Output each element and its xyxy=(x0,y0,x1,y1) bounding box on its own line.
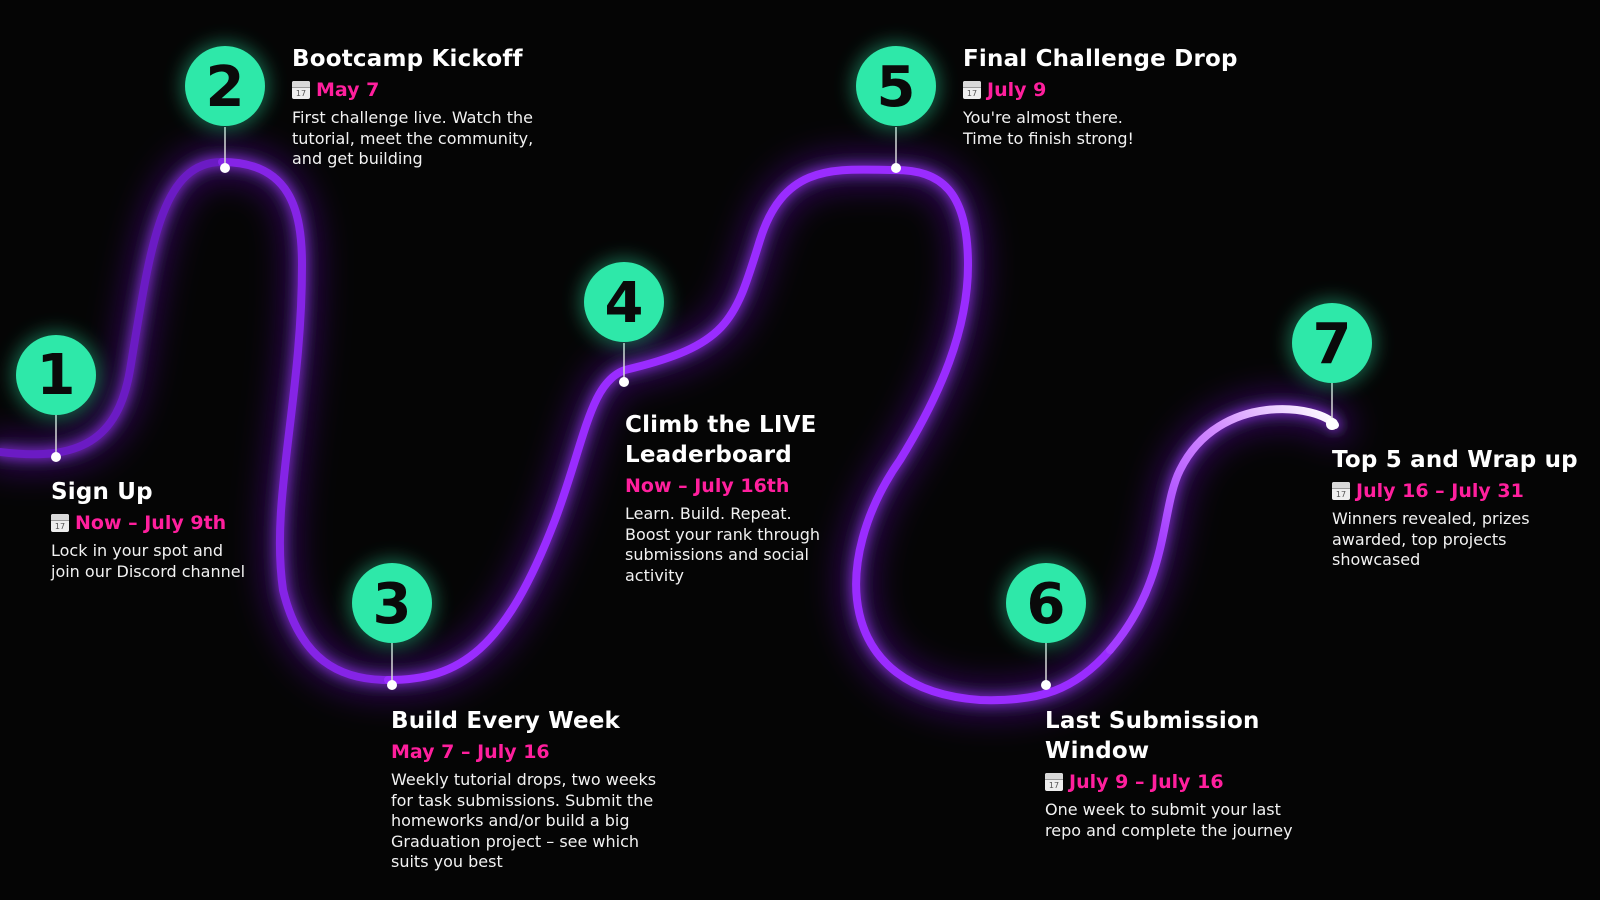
milestone-node-4: 4 xyxy=(580,258,668,346)
milestone-description: Lock in your spot and join our Discord c… xyxy=(51,541,246,581)
milestone-date: 17 July 9 – July 16 xyxy=(1045,768,1293,796)
milestone-number: 7 xyxy=(1313,312,1352,377)
milestone-5: Final Challenge Drop 17 July 9 You're al… xyxy=(963,44,1238,149)
milestone-6: Last Submission Window 17 July 9 – July … xyxy=(1045,706,1293,841)
milestone-description: One week to submit your last repo and co… xyxy=(1045,800,1293,840)
milestone-7: Top 5 and Wrap up 17 July 16 – July 31 W… xyxy=(1332,445,1578,571)
milestone-title: Top 5 and Wrap up xyxy=(1332,447,1578,473)
calendar-icon: 17 xyxy=(963,81,981,99)
milestone-number: 3 xyxy=(373,572,412,637)
milestone-description: Learn. Build. Repeat. Boost your rank th… xyxy=(625,504,821,585)
milestone-number: 6 xyxy=(1027,572,1066,637)
milestone-date: 17 Now – July 9th xyxy=(51,509,245,537)
milestone-1: Sign Up 17 Now – July 9th Lock in your s… xyxy=(51,477,245,582)
road-dots xyxy=(51,163,1338,690)
milestone-node-2: 2 xyxy=(181,42,269,130)
milestone-node-3: 3 xyxy=(348,559,436,647)
road-connectors xyxy=(55,127,1333,685)
milestone-description: Weekly tutorial drops, two weeks for tas… xyxy=(391,770,657,871)
milestone-date: 17 July 9 xyxy=(963,76,1238,104)
milestone-2: Bootcamp Kickoff 17 May 7 First challeng… xyxy=(292,44,533,170)
milestone-title: Final Challenge Drop xyxy=(963,46,1238,72)
milestone-title: Sign Up xyxy=(51,479,153,505)
milestone-title: Bootcamp Kickoff xyxy=(292,46,523,72)
milestone-title: Build Every Week xyxy=(391,708,621,734)
milestone-date: 17 July 16 – July 31 xyxy=(1332,477,1578,505)
milestone-title: Last Submission Window xyxy=(1045,708,1260,764)
milestone-number: 2 xyxy=(206,55,245,120)
milestone-description: You're almost there. Time to finish stro… xyxy=(963,108,1134,148)
milestone-date: Now – July 16th xyxy=(625,475,790,497)
milestone-node-5: 5 xyxy=(852,42,940,130)
milestone-node-7: 7 xyxy=(1288,299,1376,387)
milestone-number: 1 xyxy=(37,343,76,408)
calendar-icon: 17 xyxy=(51,514,69,532)
milestone-description: First challenge live. Watch the tutorial… xyxy=(292,108,534,168)
milestone-3: Build Every Week May 7 – July 16 Weekly … xyxy=(391,706,656,873)
milestone-node-1: 1 xyxy=(12,331,100,419)
milestone-number: 5 xyxy=(877,55,916,120)
milestone-4: Climb the LIVE Leaderboard Now – July 16… xyxy=(625,410,820,586)
milestone-description: Winners revealed, prizes awarded, top pr… xyxy=(1332,509,1530,569)
milestone-title: Climb the LIVE Leaderboard xyxy=(625,412,817,468)
calendar-icon: 17 xyxy=(1332,482,1350,500)
milestone-date: May 7 – July 16 xyxy=(391,741,550,763)
calendar-icon: 17 xyxy=(292,81,310,99)
milestone-node-6: 6 xyxy=(1002,559,1090,647)
milestone-date: 17 May 7 xyxy=(292,76,533,104)
milestone-number: 4 xyxy=(605,271,644,336)
calendar-icon: 17 xyxy=(1045,773,1063,791)
